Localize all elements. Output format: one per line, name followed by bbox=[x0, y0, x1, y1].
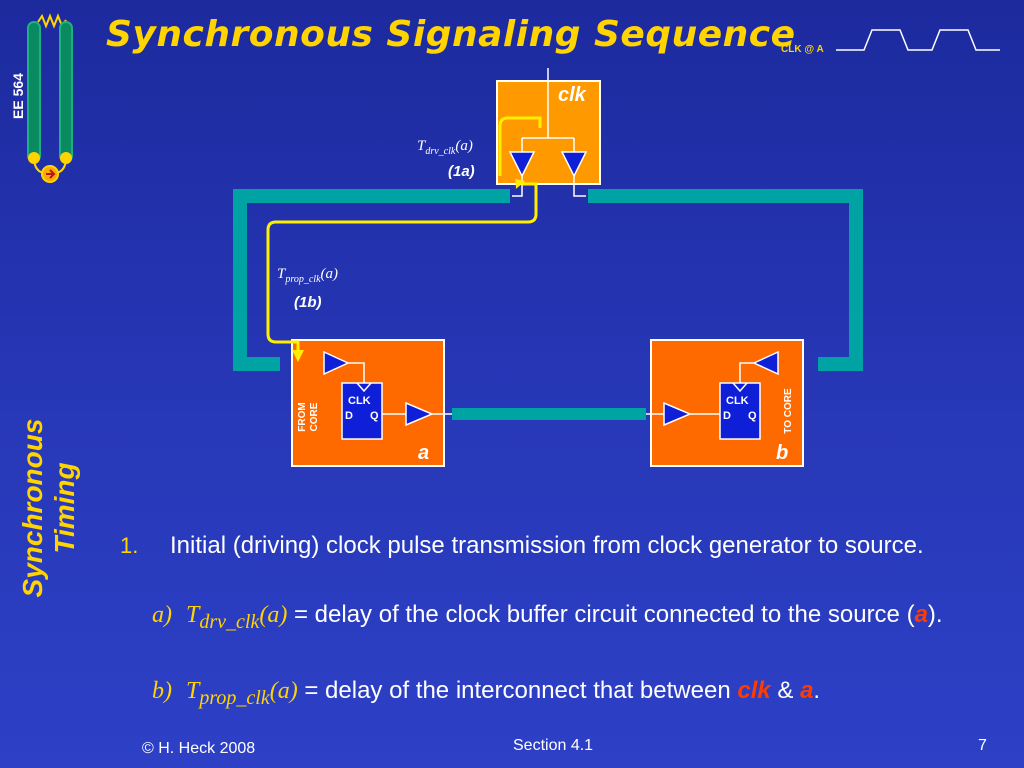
data-wire bbox=[452, 408, 646, 420]
t-drv-annotation: Tdrv_clk(a) bbox=[417, 138, 473, 157]
box-b-label: b bbox=[776, 442, 789, 464]
drv-clk-arrow-icon bbox=[515, 178, 526, 189]
right-clock-wire bbox=[588, 189, 863, 371]
output-driver-a-icon bbox=[405, 401, 434, 427]
sub-item-a: a)Tdrv_clk(a) = delay of the clock buffe… bbox=[152, 601, 943, 633]
footer-copyright: © H. Heck 2008 bbox=[142, 740, 256, 757]
timing-diagram bbox=[233, 81, 863, 466]
course-logo bbox=[27, 13, 73, 183]
sub-a-marker: a) bbox=[152, 602, 172, 628]
footer-section: Section 4.1 bbox=[513, 737, 594, 754]
item-1-text: Initial (driving) clock pulse transmissi… bbox=[170, 532, 924, 559]
ff-b-clk-label: CLK bbox=[726, 395, 749, 407]
t-prop-number: (1b) bbox=[294, 294, 322, 311]
ff-a-d-label: D bbox=[345, 410, 353, 422]
clk-waveform bbox=[836, 29, 1000, 51]
left-clock-wire bbox=[233, 189, 510, 371]
t-drv-number: (1a) bbox=[448, 163, 475, 180]
ff-b-q-label: Q bbox=[748, 410, 757, 422]
ff-a-clk-label: CLK bbox=[348, 395, 371, 407]
prop-clk-trace bbox=[266, 182, 538, 354]
from-core-label: FROM CORE bbox=[297, 402, 320, 432]
clk-buffer-a-icon bbox=[508, 151, 536, 178]
sub-item-b: b)Tprop_clk(a) = delay of the interconne… bbox=[152, 677, 821, 709]
prop-clk-arrow-icon bbox=[292, 350, 304, 362]
clk-input-buffer-b-icon bbox=[752, 350, 779, 376]
clk-buffer-b-icon bbox=[560, 151, 588, 178]
box-a-label: a bbox=[418, 442, 430, 464]
input-receiver-b-icon bbox=[663, 401, 692, 427]
to-core-label: TO CORE bbox=[783, 388, 794, 434]
item-1-marker: 1. bbox=[120, 533, 139, 558]
flipflop-b bbox=[719, 382, 761, 440]
footer-page-number: 7 bbox=[978, 737, 987, 754]
clk-input-buffer-a-icon bbox=[323, 350, 350, 376]
flipflop-a bbox=[341, 382, 383, 440]
ff-a-q-label: Q bbox=[370, 410, 379, 422]
sub-b-marker: b) bbox=[152, 678, 172, 704]
ff-b-d-label: D bbox=[723, 410, 731, 422]
t-prop-annotation: Tprop_clk(a) bbox=[277, 266, 339, 285]
clk-box-label: clk bbox=[558, 84, 586, 106]
clk-waveform-label: CLK @ A bbox=[781, 44, 824, 55]
drv-clk-trace bbox=[498, 116, 542, 176]
slide-title: Synchronous Signaling Sequence bbox=[106, 14, 796, 55]
